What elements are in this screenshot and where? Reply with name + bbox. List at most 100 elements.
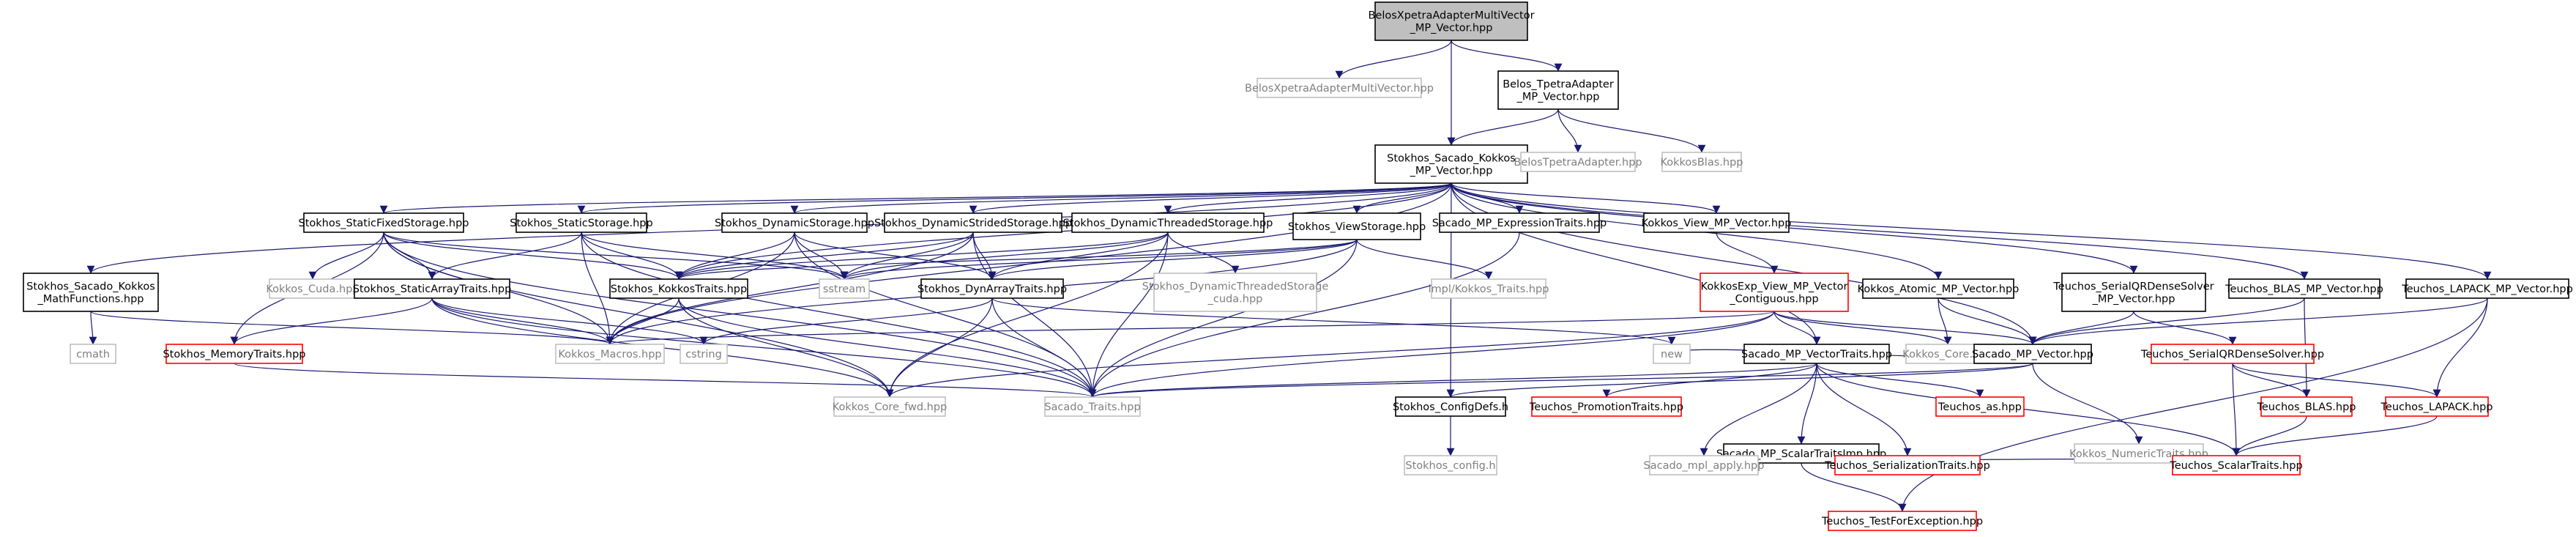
edge-teuchos_serialqr_mp-to-teuchos_serialqr <box>2133 311 2237 345</box>
edge-stokhos_sacado_kokkos-to-static_fixed <box>380 182 1452 214</box>
node-label: KokkosExp_View_MP_Vector <box>1701 281 1848 293</box>
node-label: sstream <box>823 284 866 295</box>
edge-dynamic_threaded-to-dyn_array_traits <box>988 232 1169 280</box>
node-label: Belos_TpetraAdapter <box>1503 79 1614 91</box>
edge-sacado_mp_vector_traits-to-sacado_mpl_apply <box>1700 363 1817 456</box>
dependency-edge <box>1557 108 1582 153</box>
edge-sacado_mp_vector_traits-to-sacado_traits <box>1089 363 1817 398</box>
node-box <box>1643 212 1790 233</box>
edge-kokkosexp_view_contig-to-sacado_mp_vector <box>1773 311 2037 345</box>
node-box <box>1404 455 1497 475</box>
node-box <box>1649 455 1759 475</box>
file-node-teuchos-blas-mp[interactable]: Teuchos_BLAS_MP_Vector.hpp <box>2225 278 2383 299</box>
dependency-edge <box>2133 311 2237 345</box>
edge-view_storage-to-sstream <box>840 239 1358 280</box>
edge-stokhos_sacado_kokkos-to-sacado_mp_vector <box>1451 182 2037 345</box>
dependency-edge <box>1797 363 1817 445</box>
edge-stokhos_sacado_kokkos-to-sacado_mp_vector_traits <box>1451 182 1821 345</box>
file-node-teuchos-serialqr[interactable]: Teuchos_SerialQRDenseSolver.hpp <box>2140 344 2324 364</box>
node-box <box>1497 70 1619 110</box>
node-label: Kokkos_View_MP_Vector.hpp <box>1642 218 1792 229</box>
file-node-kokkosexp-view-contig[interactable]: KokkosExp_View_MP_Vector_Contiguous.hpp <box>1700 273 1849 312</box>
dependency-edge <box>988 239 1358 280</box>
file-node-sacado-mp-vector-traits[interactable]: Sacado_MP_VectorTraits.hpp <box>1741 344 1892 364</box>
file-node-teuchos-lapack[interactable]: Teuchos_LAPACK.hpp <box>2380 396 2493 417</box>
dependency-edge <box>1164 182 1452 214</box>
node-label: Stokhos_Sacado_Kokkos <box>26 281 155 293</box>
edge-static_array_traits-to-cstring <box>431 297 708 345</box>
dependency-edge <box>1088 311 1775 398</box>
file-node-stokhos-sacado-kokkos[interactable]: Stokhos_Sacado_Kokkos_MP_Vector.hpp <box>1374 144 1528 184</box>
file-node-dyn-array-traits[interactable]: Stokhos_DynArrayTraits.hpp <box>917 278 1067 299</box>
file-node-teuchos-serialization[interactable]: Teuchos_SerializationTraits.hpp <box>1824 455 1990 475</box>
node-label: Teuchos_PromotionTraits.hpp <box>1529 401 1683 413</box>
file-node-root[interactable]: BelosXpetraAdapterMultiVector_MP_Vector.… <box>1368 1 1535 41</box>
node-label: _Contiguous.hpp <box>1729 294 1818 305</box>
file-node-teuchos-lapack-mp[interactable]: Teuchos_LAPACK_MP_Vector.hpp <box>2401 278 2573 299</box>
file-node-view-storage[interactable]: Stokhos_ViewStorage.hpp <box>1288 212 1426 240</box>
file-node-teuchos-serialqr-mp[interactable]: Teuchos_SerialQRDenseSolver_MP_Vector.hp… <box>2052 273 2214 312</box>
file-node-belos-tpetra-mp[interactable]: Belos_TpetraAdapter_MP_Vector.hpp <box>1497 70 1619 110</box>
node-label: Kokkos_Macros.hpp <box>558 349 661 360</box>
dependency-edge <box>2432 297 2488 398</box>
file-node-teuchos-scalar-traits[interactable]: Teuchos_ScalarTraits.hpp <box>2169 455 2303 475</box>
file-node-kokkos-view-mp[interactable]: Kokkos_View_MP_Vector.hpp <box>1642 212 1792 233</box>
dependency-edge <box>581 232 849 280</box>
file-node-sacado-mp-vector[interactable]: Sacado_MP_Vector.hpp <box>1972 344 2093 364</box>
dependency-edge <box>90 311 614 345</box>
dependency-edge <box>1801 462 1907 512</box>
dependency-edge <box>2028 297 2305 345</box>
file-node-stokhos-configdefs[interactable]: Stokhos_ConfigDefs.h <box>1393 396 1508 417</box>
file-node-sacado-kokkos-mathfun[interactable]: Stokhos_Sacado_Kokkos_MathFunctions.hpp <box>23 273 159 312</box>
file-node-teuchos-testforexception[interactable]: Teuchos_TestForException.hpp <box>1821 511 1983 531</box>
dependency-edge <box>581 232 614 345</box>
file-node-dynamic-threaded[interactable]: Stokhos_DynamicThreadedStorage.hpp <box>1063 212 1273 233</box>
node-box <box>1374 144 1528 184</box>
file-node-dynamic-strided[interactable]: Stokhos_DynamicStridedStorage.hpp <box>874 212 1072 233</box>
edge-belos_tpetra_mp-to-stokhos_sacado_kokkos <box>1447 108 1559 146</box>
node-box <box>2061 273 2206 312</box>
file-node-kokkos-traits[interactable]: Stokhos_KokkosTraits.hpp <box>609 278 748 299</box>
node-box <box>2385 396 2489 417</box>
edge-static_fixed-to-kokkos_traits <box>383 232 683 280</box>
node-label: _MP_Vector.hpp <box>2092 294 2175 305</box>
file-node-kokkos-core-fwd: Kokkos_Core_fwd.hpp <box>833 396 948 417</box>
dependency-edge <box>840 232 1169 280</box>
node-label: Kokkos_Core_fwd.hpp <box>833 401 948 413</box>
file-node-memory-traits[interactable]: Stokhos_MemoryTraits.hpp <box>163 344 306 364</box>
edge-sacado_mp_vector_traits-to-teuchos_promotion <box>1602 363 1817 398</box>
dependency-edge <box>1451 182 2037 345</box>
file-node-sacado-expr-traits[interactable]: Sacado_MP_ExpressionTraits.hpp <box>1432 212 1607 233</box>
file-node-teuchos-as[interactable]: Teuchos_as.hpp <box>1935 396 2025 417</box>
file-node-static-fixed[interactable]: Stokhos_StaticFixedStorage.hpp <box>299 212 469 233</box>
edge-kokkos_traits-to-sacado_traits <box>678 297 1097 398</box>
node-box <box>1292 212 1421 240</box>
file-node-teuchos-promotion[interactable]: Teuchos_PromotionTraits.hpp <box>1529 396 1683 417</box>
file-node-dynamic-storage[interactable]: Stokhos_DynamicStorage.hpp <box>715 212 874 233</box>
file-node-static-array-traits[interactable]: Stokhos_StaticArrayTraits.hpp <box>353 278 512 299</box>
file-nodes: BelosXpetraAdapterMultiVector_MP_Vector.… <box>23 1 2573 531</box>
edge-kokkosexp_view_contig-to-kokkos_core_fwd <box>885 311 1775 398</box>
dependency-edge <box>1088 232 1520 398</box>
edge-teuchos_lapack_mp-to-teuchos_lapack <box>2432 297 2488 398</box>
node-label: Kokkos_Cuda.hpp <box>266 284 359 295</box>
node-box <box>2228 278 2380 299</box>
node-label: Teuchos_TestForException.hpp <box>1821 516 1983 527</box>
file-node-static-storage[interactable]: Stokhos_StaticStorage.hpp <box>510 212 653 233</box>
edge-stokhos_sacado_kokkos-to-kokkos_view_mp <box>1451 182 1721 214</box>
file-node-kokkos-atomic-mp[interactable]: Kokkos_Atomic_MP_Vector.hpp <box>1858 278 2020 299</box>
file-node-teuchos-blas[interactable]: Teuchos_BLAS.hpp <box>2256 396 2356 417</box>
node-box <box>1044 396 1141 417</box>
dependency-edge <box>2232 415 2438 456</box>
node-box <box>1439 212 1600 233</box>
dependency-edge <box>885 297 993 398</box>
node-label: Teuchos_BLAS_MP_Vector.hpp <box>2225 284 2383 295</box>
node-label: Stokhos_DynamicStorage.hpp <box>715 218 874 229</box>
node-label: Sacado_MP_ExpressionTraits.hpp <box>1432 218 1607 229</box>
file-node-kokkos-macros: Kokkos_Macros.hpp <box>555 344 665 364</box>
edge-dynamic_strided-to-sstream <box>840 232 974 280</box>
dependency-edge <box>1451 182 2309 280</box>
node-box <box>1743 344 1890 364</box>
file-node-sacado-traits: Sacado_Traits.hpp <box>1044 396 1141 417</box>
edge-static_fixed-to-sacado_traits <box>383 232 1097 398</box>
